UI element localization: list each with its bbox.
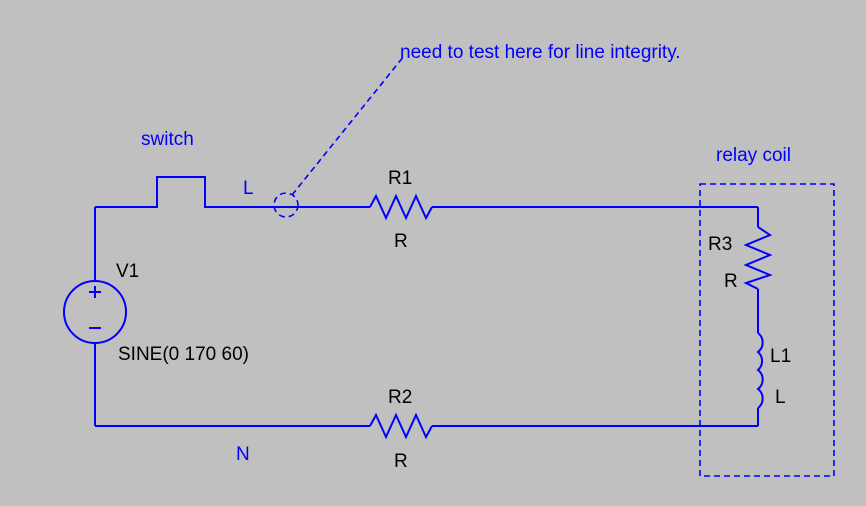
switch-symbol	[156, 176, 206, 207]
relay-coil-box	[699, 183, 835, 477]
resistor-r1	[369, 193, 433, 221]
line-label: L	[243, 178, 254, 199]
annotation-text: need to test here for line integrity.	[400, 42, 681, 63]
switch-label: switch	[141, 129, 194, 150]
resistor-r3	[743, 226, 773, 290]
r2-value-label: R	[394, 451, 408, 472]
r3-name-label: R3	[708, 234, 732, 255]
l1-value-label: L	[775, 387, 786, 408]
r2-name-label: R2	[388, 387, 412, 408]
top-wire	[95, 176, 758, 208]
r1-value-label: R	[394, 231, 408, 252]
l1-name-label: L1	[770, 346, 791, 367]
inductor-l1	[756, 332, 764, 409]
relay-coil-label: relay coil	[716, 145, 791, 166]
neutral-label: N	[236, 444, 250, 465]
test-point-circle	[273, 192, 299, 218]
v1-name-label: V1	[116, 261, 139, 282]
voltage-source-v1	[63, 280, 127, 344]
r1-name-label: R1	[388, 168, 412, 189]
resistor-r2	[369, 412, 433, 440]
v1-value-label: SINE(0 170 60)	[118, 344, 249, 365]
r3-value-label: R	[724, 271, 738, 292]
